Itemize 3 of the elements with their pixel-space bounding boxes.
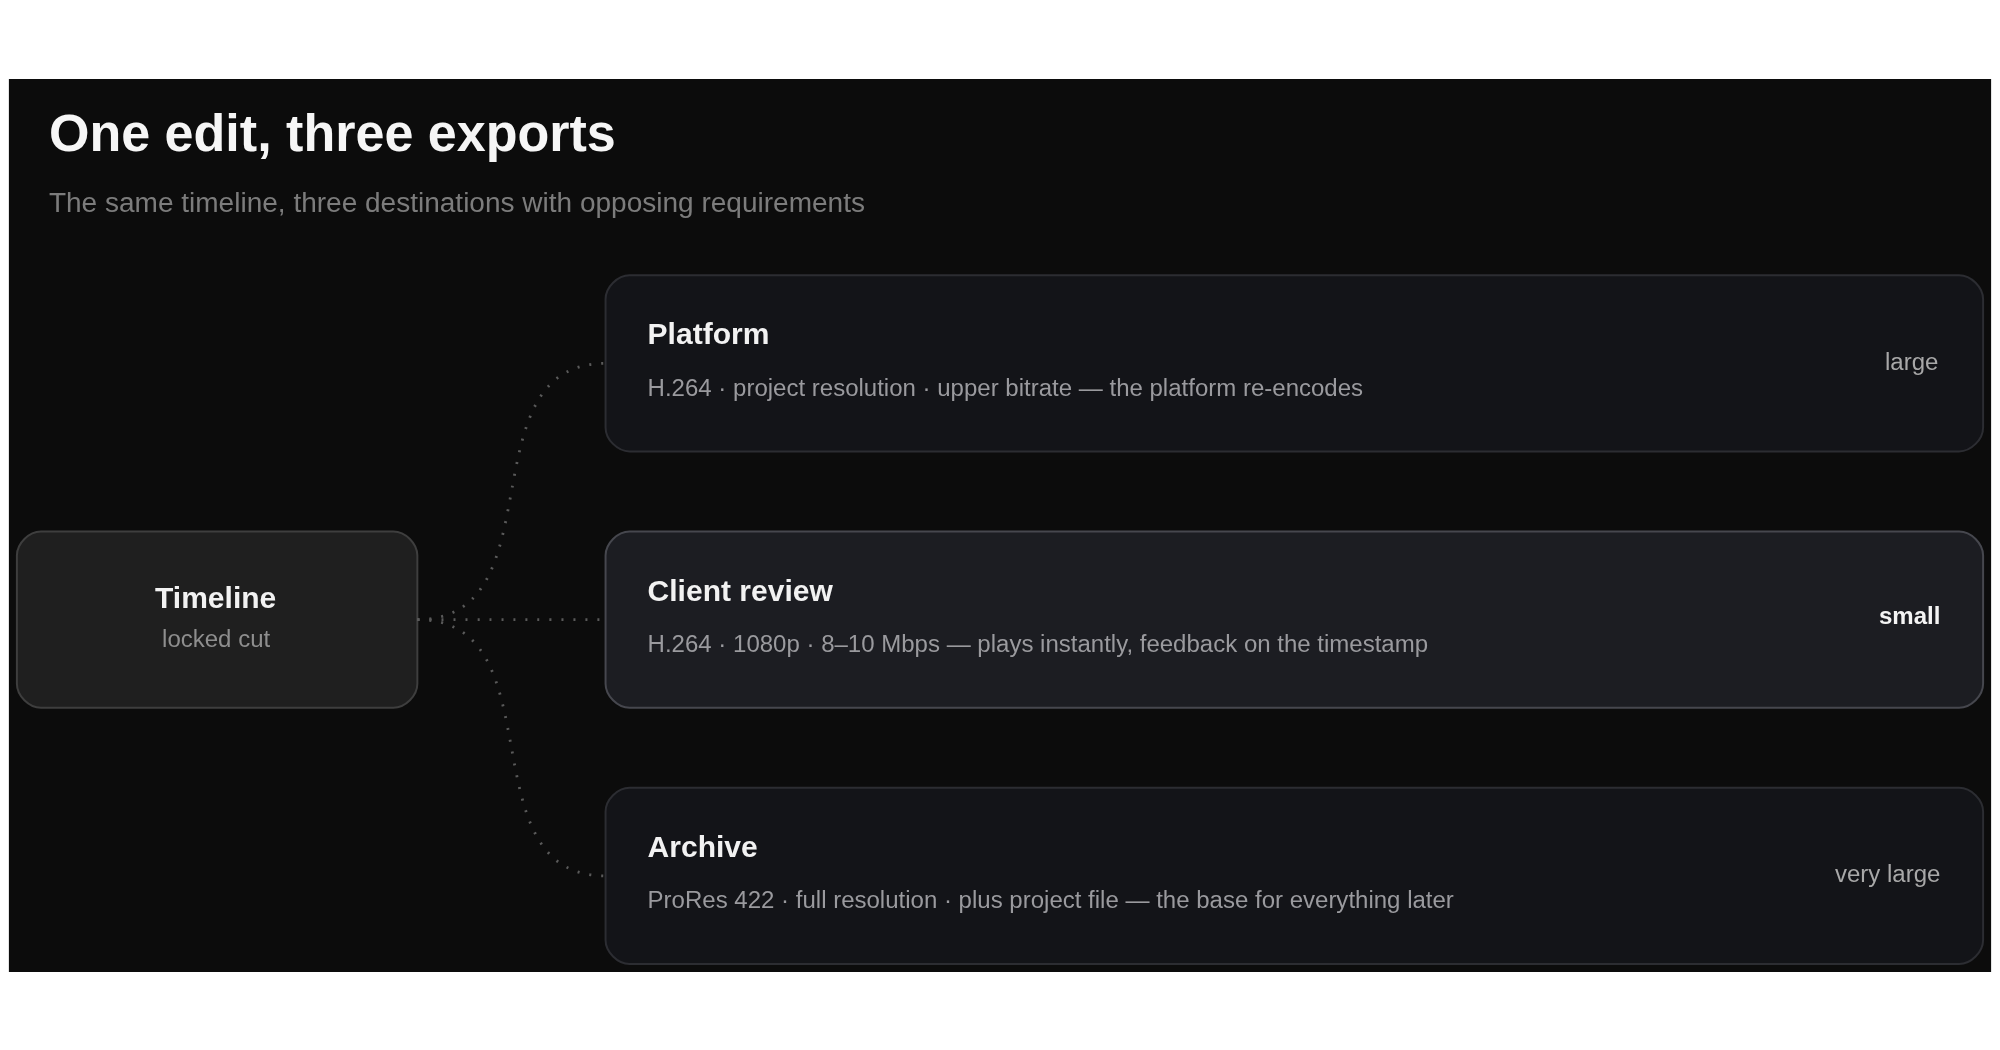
- connector: [417, 617, 606, 877]
- caption: The same timeline, three destinations with opposing requirements: [48, 186, 865, 218]
- diagram-title: One edit, three exports: [48, 103, 616, 162]
